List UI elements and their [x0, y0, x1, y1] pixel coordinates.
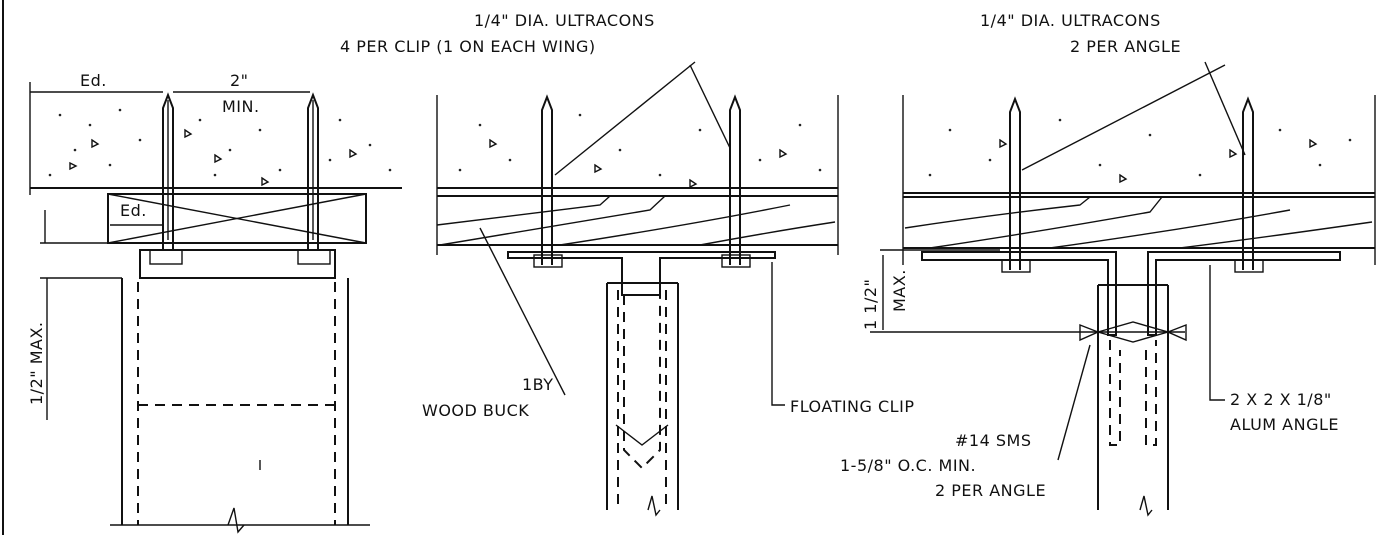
label-angle-line2: ALUM ANGLE — [1230, 415, 1339, 434]
label-floating-clip: FLOATING CLIP — [790, 397, 914, 416]
label-ultracons-2-line2: 2 PER ANGLE — [1070, 37, 1181, 56]
label-ultracons-1-line1: 1/4" DIA. ULTRACONS — [474, 11, 655, 30]
label-one-half-b: MAX. — [890, 269, 909, 312]
floating-clip — [507, 251, 776, 296]
anchor-1a — [162, 92, 174, 250]
wood-block — [107, 193, 367, 244]
detail-1 — [29, 82, 402, 534]
concrete-hatch-3 — [928, 118, 1352, 184]
label-wood-buck-line1: 1BY — [522, 375, 554, 394]
label-half-max: 1/2" MAX. — [27, 322, 46, 406]
detail-3 — [870, 61, 1376, 517]
label-two-inch: 2" — [230, 71, 249, 90]
label-sms-line2: 1-5/8" O.C. MIN. — [840, 456, 976, 475]
label-sms-line3: 2 PER ANGLE — [935, 481, 1046, 500]
label-ultracons-1-line2: 4 PER CLIP (1 ON EACH WING) — [340, 37, 596, 56]
label-ultracons-2-line1: 1/4" DIA. ULTRACONS — [980, 11, 1161, 30]
alum-angle-right — [1147, 251, 1341, 336]
head-plate — [139, 249, 336, 279]
anchor-1b — [307, 92, 319, 250]
label-ed-block: Ed. — [120, 201, 147, 220]
label-min: MIN. — [222, 97, 260, 116]
label-ed-top: Ed. — [80, 71, 107, 90]
label-sms-line1: #14 SMS — [955, 431, 1031, 450]
concrete-hatch-2 — [458, 113, 822, 189]
label-wood-buck-line2: WOOD BUCK — [422, 401, 529, 420]
concrete-hatch-1 — [48, 108, 392, 187]
label-one-half-a: 1 1/2" — [861, 279, 880, 330]
detail-2 — [436, 61, 839, 517]
label-angle-line1: 2 X 2 X 1/8" — [1230, 390, 1332, 409]
